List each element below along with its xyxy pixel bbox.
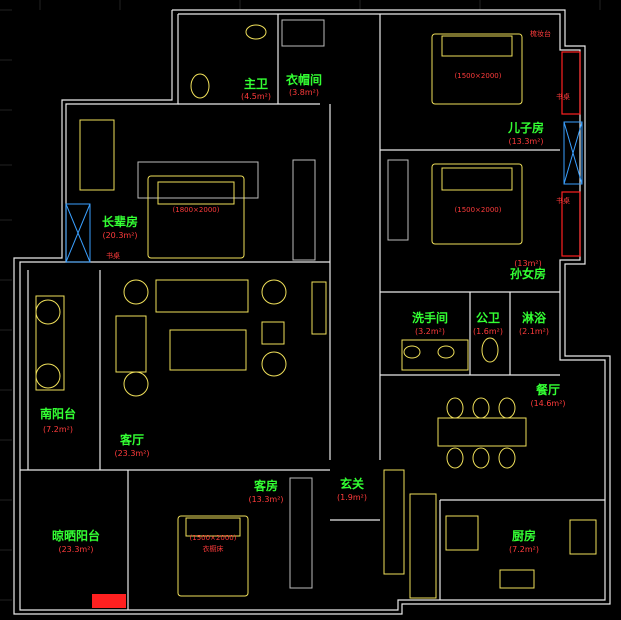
grid-lines — [0, 0, 601, 601]
room-name-master-bedroom: 长辈房 — [102, 214, 138, 229]
room-name-master-bath: 主卫 — [244, 76, 268, 91]
room-area-entrance: (1.9m²) — [337, 493, 367, 502]
vanity-label: 梳妆台 — [530, 29, 551, 38]
room-area-guest: (13.3m²) — [248, 495, 283, 504]
room-area-drying-balcony: (23.3m²) — [58, 545, 93, 554]
room-name-guest: 客房 — [253, 478, 278, 493]
room-name-dining: 餐厅 — [536, 382, 560, 397]
bed-master: (1800×2000) — [147, 175, 245, 259]
bed-granddaughter: (1500×2000) — [431, 163, 523, 245]
room-area-dining: (14.6m²) — [530, 399, 565, 408]
bed-size-master: (1800×2000) — [173, 206, 220, 214]
bed-size-guest: (1500×2000) — [190, 534, 237, 542]
guest-bed-note: 衣橱床 — [203, 544, 224, 553]
room-area-living: (23.3m²) — [114, 449, 149, 458]
room-name-wash-room: 洗手间 — [412, 310, 448, 325]
room-area-kitchen: (7.2m²) — [509, 545, 539, 554]
room-area-master-bedroom: (20.3m²) — [102, 231, 137, 240]
room-area-closet: (3.8m²) — [289, 88, 319, 97]
bed-guest: (1500×2000) 衣橱床 — [177, 515, 249, 597]
balcony-red-marker — [92, 594, 126, 608]
living-furniture — [115, 279, 327, 397]
room-name-south-balcony: 南阳台 — [40, 406, 76, 421]
room-name-entrance: 玄关 — [340, 476, 364, 491]
room-area-son: (13.3m²) — [508, 137, 543, 146]
room-area-wash-room: (3.2m²) — [415, 327, 445, 336]
bed-size-son: (1500×2000) — [455, 72, 502, 80]
son-desk-label: 书桌 — [556, 92, 570, 101]
bed-size-granddaughter: (1500×2000) — [455, 206, 502, 214]
room-area-master-bath: (4.5m²) — [241, 92, 271, 101]
room-name-public-bath: 公卫 — [476, 311, 500, 325]
room-name-granddaughter: 孙女房 — [510, 266, 546, 281]
room-name-shower: 淋浴 — [522, 310, 547, 325]
dining-furniture — [437, 397, 527, 469]
granddaughter-desk-label: 书桌 — [556, 196, 570, 205]
master-desk-label: 书桌 — [106, 251, 120, 260]
room-name-living: 客厅 — [119, 432, 144, 447]
room-area-public-bath: (1.6m²) — [473, 327, 503, 336]
room-area-shower: (2.1m²) — [519, 327, 549, 336]
windows — [65, 51, 583, 608]
room-name-son: 儿子房 — [507, 120, 544, 135]
room-area-south-balcony: (7.2m²) — [43, 425, 73, 434]
room-name-kitchen: 厨房 — [512, 528, 536, 543]
bed-son: (1500×2000) — [431, 33, 523, 105]
fixtures — [35, 24, 597, 599]
wardrobes — [137, 19, 409, 589]
room-labels: 主卫 (4.5m²) 衣帽间 (3.8m²) 儿子房 (13.3m²) 长辈房 … — [40, 72, 566, 554]
room-name-drying-balcony: 晾晒阳台 — [52, 528, 100, 543]
walls — [13, 9, 611, 615]
room-area-granddaughter: (13m²) — [514, 259, 541, 268]
room-name-closet: 衣帽间 — [286, 72, 322, 87]
